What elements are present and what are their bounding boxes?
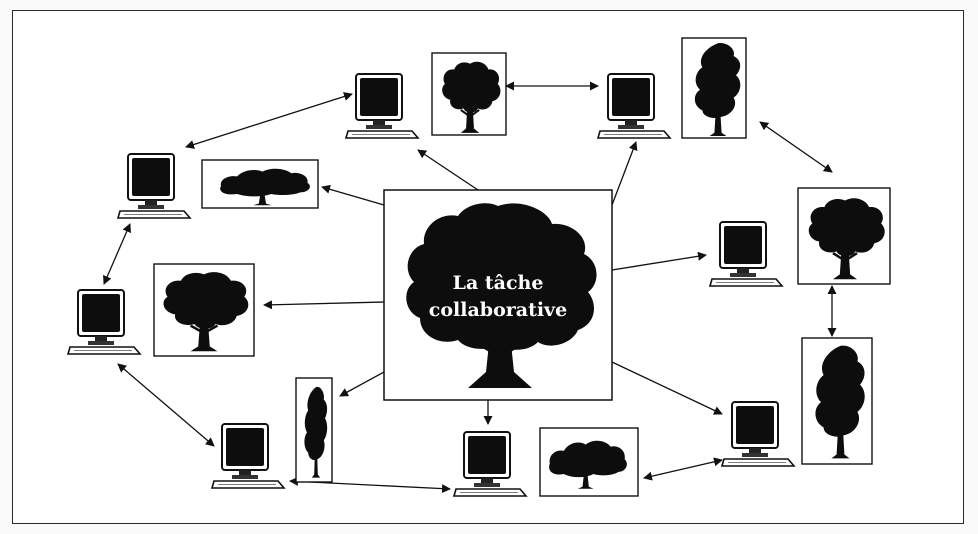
node-bottom-left bbox=[211, 377, 333, 489]
center-task-label-line2: collaborative bbox=[429, 299, 567, 321]
arrow-center-to-bottom-right bbox=[611, 361, 723, 415]
node-top-left bbox=[345, 52, 507, 139]
node-mid-left bbox=[67, 263, 255, 357]
arrow-center-to-upper-left bbox=[321, 184, 385, 206]
node-bottom-right bbox=[721, 337, 873, 467]
arrow-center-to-top-left bbox=[417, 149, 479, 191]
computer-icon bbox=[117, 153, 191, 219]
computer-icon bbox=[211, 423, 285, 489]
arrow-ring-7 bbox=[117, 363, 215, 447]
center-task-node: La tâche collaborative bbox=[383, 189, 613, 401]
arrow-ring-3 bbox=[759, 121, 833, 173]
computer-icon bbox=[597, 73, 671, 139]
arrow-center-to-bottom-left bbox=[339, 371, 385, 397]
arrow-ring-1 bbox=[185, 92, 353, 149]
arrow-center-to-mid-left bbox=[263, 300, 385, 310]
computer-icon bbox=[67, 289, 141, 355]
computer-icon bbox=[721, 401, 795, 467]
arrow-center-to-right bbox=[611, 251, 707, 271]
computer-icon bbox=[709, 221, 783, 287]
computer-icon bbox=[345, 73, 419, 139]
node-upper-left bbox=[117, 153, 319, 219]
center-task-label-line1: La tâche bbox=[453, 272, 544, 294]
node-bottom-center bbox=[453, 427, 639, 497]
center-tree-icon bbox=[406, 203, 597, 388]
arrow-center-to-top-right bbox=[611, 141, 638, 206]
node-right bbox=[709, 187, 891, 287]
computer-icon bbox=[453, 431, 527, 497]
node-top-right bbox=[597, 37, 747, 139]
arrow-ring-8 bbox=[103, 223, 131, 285]
arrow-ring-5 bbox=[643, 457, 723, 481]
